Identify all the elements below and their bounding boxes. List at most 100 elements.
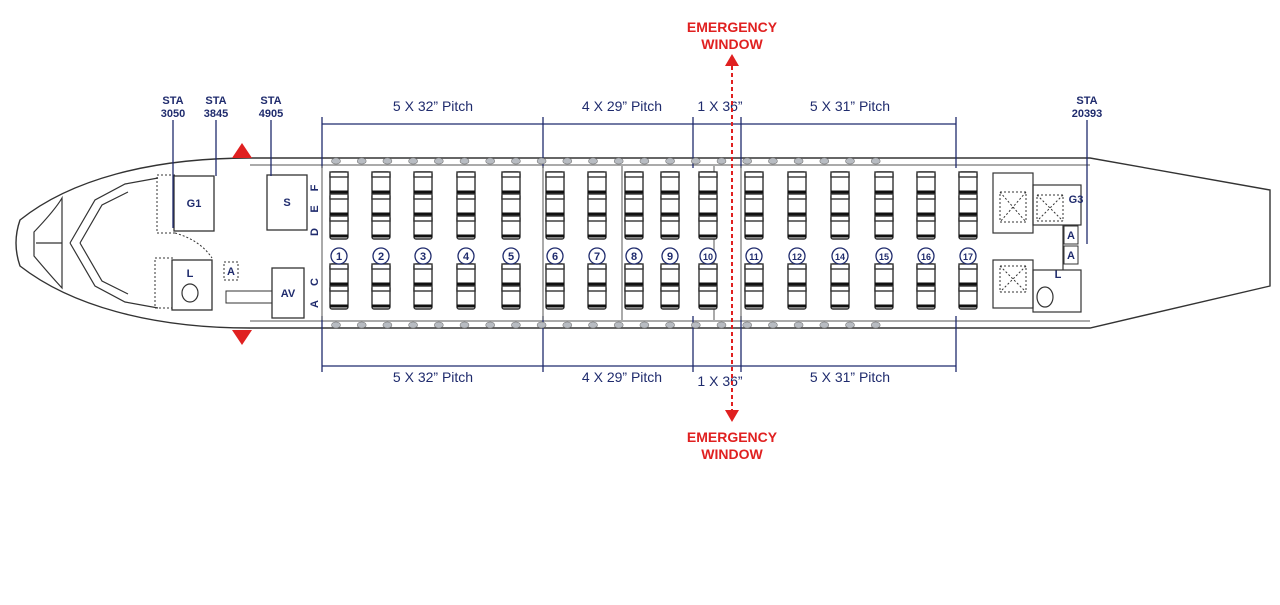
row-number-circle [788,247,806,265]
row-number-circle [502,247,520,265]
cabin-window [562,321,573,329]
seat-12d [786,214,808,241]
pitch-label-bottom-3: 1 X 36” [697,373,742,389]
cabin-window [459,321,470,329]
row-number: 1 [336,251,342,263]
emergency-window-top-line1: EMERGENCY [687,19,778,35]
cabin-window [536,157,547,165]
seat-7c [586,262,608,289]
seat-8e [623,192,645,219]
galley-g1-label: G1 [187,198,202,210]
seat-4a [455,284,477,311]
seat-letter-e: E [309,205,321,212]
seat-17c [957,262,979,289]
seat-10e [697,192,719,219]
seat-5e [500,192,522,219]
rear-galley-area [992,172,1082,313]
seat-14f [829,170,851,197]
seat-5d [500,214,522,241]
seat-6f [544,170,566,197]
cabin-window [845,157,855,165]
front-door-arrow-down [232,330,252,345]
station-markers [172,120,1088,244]
cabin-window [588,321,598,329]
seat-5f [500,170,522,197]
emergency-arrow-down [725,410,739,422]
cabin-window [331,157,341,165]
seat-4f [455,170,477,197]
cabin-windows-top [331,157,881,165]
station-label-4905: STA 4905 [259,95,283,120]
cockpit [33,177,159,309]
row-number-circle [917,247,935,265]
seat-8f [623,170,645,197]
cabin-window [433,157,444,165]
cabin-window [742,321,753,329]
cabin-window [459,157,470,165]
cabin-window [665,321,675,329]
row-number: 12 [792,252,802,262]
svg-text:4905: 4905 [259,108,283,120]
cabin-window [690,157,701,165]
row-number: 11 [749,252,759,262]
lavatory-front-toilet [181,283,199,303]
lavatory-front-label: L [187,268,194,280]
row-number-circle [875,247,893,265]
seat-8a [623,284,645,311]
cabin-window [870,157,881,165]
fuselage-inner-outline [250,164,1090,322]
seat-17d [957,214,979,241]
cabin-window [845,321,855,329]
emergency-window-top-line2: WINDOW [701,36,763,52]
seat-10d [697,214,719,241]
seat-7a [586,284,608,311]
seat-3c [412,262,434,289]
seat-6e [544,192,566,219]
avionics [271,267,305,319]
seat-15f [873,170,895,197]
seat-12a [786,284,808,311]
seat-15d [873,214,895,241]
lavatory-rear-toilet [1036,286,1054,308]
seat-letter-d: D [309,228,321,236]
cabin-window [613,321,624,329]
row-number: 3 [420,251,426,263]
seat-7e [586,192,608,219]
seat-15e [873,192,895,219]
cabin-window [768,321,778,329]
pitch-label-top-1: 5 X 32” Pitch [393,98,473,114]
svg-text:3050: 3050 [161,108,185,120]
seat-10a [697,284,719,311]
row-number-circle [414,247,432,265]
cabin-window [716,157,727,165]
cabin-window [793,321,804,329]
cabin-window [716,321,727,329]
row-number-circle [745,247,763,265]
stowage-label: S [283,197,290,209]
svg-text:STA: STA [205,95,226,107]
seat-6a [544,284,566,311]
seat-17e [957,192,979,219]
pitch-label-top-3: 1 X 36” [697,98,742,114]
pitch-label-bottom-2: 4 X 29” Pitch [582,369,662,385]
seat-16c [915,262,937,289]
row-number: 9 [667,251,673,263]
cabin-window [485,321,496,329]
row-number-circle [625,247,643,265]
seat-16e [915,192,937,219]
row-number: 16 [921,252,931,262]
stowage [266,174,308,231]
row-number: 2 [378,251,384,263]
pitch-label-top-4: 5 X 31” Pitch [810,98,890,114]
row-number-circle [661,247,679,265]
row-number: 7 [594,251,600,263]
seat-6c [544,262,566,289]
station-label-20393: STA 20393 [1072,95,1103,120]
seat-2d [370,214,392,241]
cabin-window [331,321,341,329]
seat-3d [412,214,434,241]
seat-9f [659,170,681,197]
front-door-step [225,290,273,304]
row-number: 14 [835,252,845,262]
emergency-arrow-up [725,54,739,66]
